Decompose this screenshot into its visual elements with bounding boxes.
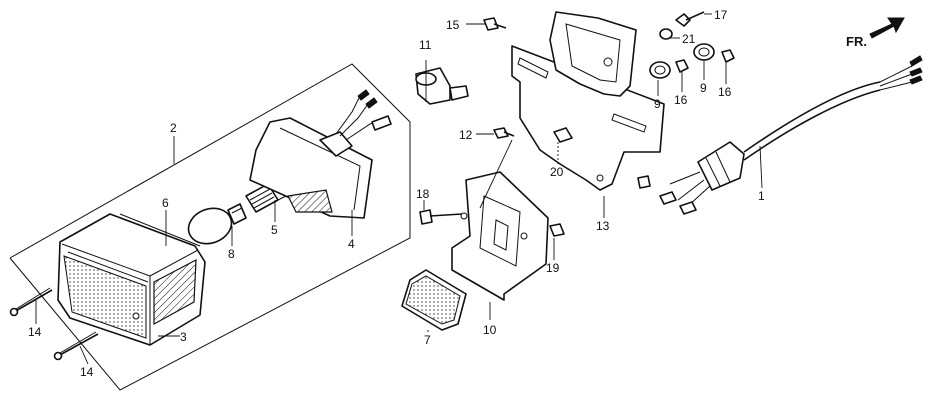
- nut-19: [549, 223, 565, 237]
- assembly-boundary: [9, 63, 411, 391]
- front-arrow-icon: [869, 17, 905, 39]
- leader-lines: [35, 13, 763, 365]
- screw-upper: [9, 287, 53, 317]
- light-base: [249, 89, 392, 219]
- callout-16-right: 16: [718, 85, 732, 99]
- bolt-17: [675, 11, 705, 27]
- screw-lower: [53, 331, 99, 361]
- license-bracket: [511, 11, 665, 191]
- nut-20: [553, 127, 573, 143]
- callout-11: 11: [419, 38, 432, 52]
- grommet-left: [649, 61, 671, 79]
- callout-9-left: 9: [654, 97, 661, 111]
- callout-7: 7: [424, 333, 431, 347]
- callout-14-lower: 14: [80, 365, 94, 379]
- rubber-cap: [415, 67, 469, 105]
- bolt-15: [483, 17, 507, 31]
- callout-10: 10: [483, 323, 497, 337]
- callout-15: 15: [446, 18, 460, 32]
- nut-right: [721, 49, 735, 63]
- callout-18: 18: [416, 187, 430, 201]
- bolt-12: [493, 127, 515, 139]
- callout-9-right: 9: [700, 81, 707, 95]
- callout-21: 21: [682, 32, 696, 46]
- callout-3: 3: [180, 330, 187, 344]
- tail-light-lens: [57, 213, 206, 346]
- reflector: [401, 269, 467, 331]
- nut-left: [675, 59, 689, 73]
- washer-21: [659, 28, 673, 40]
- callout-16-left: 16: [674, 93, 688, 107]
- wire-harness: [637, 55, 923, 215]
- callout-2: 2: [170, 121, 177, 135]
- callout-14-upper: 14: [28, 325, 42, 339]
- callout-6: 6: [162, 196, 169, 210]
- callout-1: 1: [758, 189, 765, 203]
- front-direction-label: FR.: [846, 34, 867, 49]
- callout-17: 17: [714, 8, 728, 22]
- callout-4: 4: [348, 237, 355, 251]
- callout-labels: FR. 2 6 3 8 5 4 14 14 11 15 12 20 13 18 …: [28, 8, 867, 379]
- callout-5: 5: [271, 223, 278, 237]
- bulb: [187, 203, 247, 245]
- grommet-right: [693, 43, 715, 61]
- bolt-18: [419, 209, 463, 225]
- callout-13: 13: [596, 219, 610, 233]
- callout-8: 8: [228, 247, 235, 261]
- callout-19: 19: [546, 261, 560, 275]
- reflector-bracket: [451, 171, 549, 301]
- callout-20: 20: [550, 165, 564, 179]
- callout-12: 12: [459, 128, 473, 142]
